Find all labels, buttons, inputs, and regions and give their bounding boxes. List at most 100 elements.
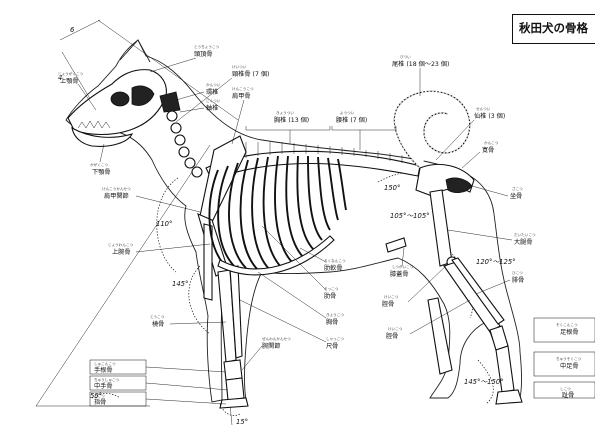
atlas-bone	[160, 92, 180, 112]
chushukotsu-ruby: ちゅうしゅこつ	[94, 377, 120, 382]
ronankotsu-ruby: ろくなんこつ	[324, 258, 346, 263]
angle-105: 105°～105°	[390, 212, 430, 220]
cervical-vertebra	[185, 158, 195, 168]
kenkokotsu-label: 肩甲骨	[232, 92, 251, 100]
angle-150: 150°	[384, 184, 400, 192]
keitsui-label: 頸椎骨 (7 個)	[232, 70, 269, 78]
cervical-vertebra	[179, 147, 189, 157]
hindlimb	[386, 164, 522, 404]
head-number-6: 6	[70, 26, 75, 34]
angle-145b: 145°～150°	[464, 378, 504, 386]
angle-110: 110°	[156, 220, 172, 228]
kyokotsu-leader	[258, 272, 326, 318]
zakotsu-label: 坐骨	[510, 192, 522, 200]
rib	[252, 158, 270, 270]
kyotsui-bracket	[246, 126, 330, 130]
rokkotsu-ruby: ろっこつ	[324, 286, 339, 291]
kankotsu-ruby: かんこつ	[484, 140, 499, 145]
angle-145: 145°	[172, 280, 188, 288]
carpal-bones	[224, 360, 242, 380]
kantsui-label: 環椎	[206, 88, 218, 96]
zakotsu-ruby: ざこつ	[512, 186, 523, 191]
ear-outline	[120, 40, 150, 62]
jowankotsu-ruby: じょうわんこつ	[108, 242, 134, 247]
keikotsu-ruby: けいこつ	[384, 294, 399, 299]
shitsugaikotsu-ruby: しつがいこつ	[392, 264, 414, 269]
keitsui-leader	[176, 78, 232, 122]
zenwankansetsu-ruby: ぜんわんかんせつ	[262, 336, 291, 341]
kenkokansetsu-label: 肩甲関節	[104, 192, 129, 200]
sokukonkotsu-ruby: そくこんこつ	[556, 322, 578, 327]
tibia-bone	[444, 262, 500, 332]
rib	[241, 160, 258, 270]
chusokukotsu-label: 中足骨	[560, 362, 579, 370]
eye-socket	[111, 92, 129, 106]
kyotsui-label: 胸椎 (13 個)	[274, 116, 309, 124]
daitaikotsu-label: 大腿骨	[514, 238, 533, 246]
kankotsu-leader	[462, 152, 480, 168]
rib	[297, 156, 314, 250]
head-number-4: 4	[58, 74, 62, 82]
rib	[338, 159, 346, 210]
tokotsu-label: 橈骨	[152, 320, 164, 328]
shakotsu-leader	[240, 300, 326, 342]
far-hindlimb	[428, 298, 452, 374]
kyokotsu-ruby: きょうこつ	[326, 312, 344, 317]
rib	[308, 156, 322, 240]
sternum-bone	[218, 236, 334, 275]
rib	[318, 157, 330, 230]
keikotsu2-label: 脛骨	[386, 333, 398, 340]
rib	[275, 156, 294, 264]
kankotsu-label: 寛骨	[482, 146, 494, 154]
kyotsui-ruby: きょうつい	[276, 110, 294, 115]
kenkokansetsu-ruby: けんこうかんせつ	[102, 186, 131, 191]
head-measure-line-top	[60, 20, 100, 40]
shukonkotsu-leader	[146, 367, 226, 372]
rib	[286, 156, 304, 258]
daitaikotsu-leader	[448, 230, 512, 240]
kagakukotsu-label: 下顎骨	[92, 169, 111, 176]
kenkokansetsu-leader	[136, 196, 200, 212]
chushukotsu-leader	[146, 383, 228, 390]
shukonkotsu-label: 手根骨	[94, 366, 113, 374]
kenkokotsu-ruby: けんこうこつ	[232, 86, 254, 91]
femur-bone	[430, 190, 452, 266]
shakotsu-ruby: しゃっこつ	[326, 336, 344, 341]
penis-bone	[386, 238, 406, 252]
jogakukotsu-label: 上顎骨	[60, 77, 79, 85]
shitsugaikotsu-label: 膝蓋骨	[390, 270, 409, 278]
shakotsu-label: 尺骨	[326, 343, 338, 350]
keikotsu-leader	[408, 264, 448, 302]
zenwankansetsu-label: 腕関節	[262, 342, 281, 350]
cervical-vertebra	[192, 167, 202, 177]
rokkotsu-leader	[262, 226, 326, 290]
rokkotsu-label: 肋骨	[324, 292, 336, 300]
tokotsu-ruby: とうこつ	[150, 314, 165, 319]
keikotsu-label: 脛骨	[382, 301, 394, 308]
cervical-vertebrae	[160, 92, 202, 177]
tojokotsu-label: 頭頂骨	[194, 51, 213, 58]
shikotsu-hind-label: 趾骨	[562, 391, 574, 399]
kantsui-ruby: かんつい	[206, 82, 221, 87]
rib	[264, 157, 282, 268]
jikutsui-label: 軸椎	[206, 104, 218, 112]
keitsui-ruby: けいつい	[232, 64, 247, 69]
chusokukotsu-ruby: ちゅうそくこつ	[556, 356, 582, 361]
skull	[68, 40, 166, 146]
phalanges-hind	[496, 390, 522, 404]
phalanges-fore	[220, 398, 248, 408]
tail	[394, 91, 469, 168]
zakotsu2-ruby: けいこつ	[388, 326, 403, 331]
hikotsu-ruby: ひこつ	[512, 270, 523, 275]
kagakukotsu-ruby: かがくこつ	[90, 162, 108, 167]
metacarpal-bones	[226, 378, 244, 400]
hikotsu-leader	[476, 280, 510, 294]
ronankotsu-label: 肋軟骨	[324, 264, 343, 272]
sentsui-ruby: せんつい	[476, 106, 491, 111]
rib	[328, 158, 338, 220]
daitaikotsu-ruby: だいたいこつ	[514, 232, 536, 237]
jikutsui-leader	[180, 108, 204, 112]
shikotsu-hind-ruby: しこつ	[560, 386, 571, 391]
shukonkotsu-ruby: しゅこんこつ	[94, 361, 116, 366]
sentsui-label: 仙椎 (3 個)	[474, 112, 505, 120]
